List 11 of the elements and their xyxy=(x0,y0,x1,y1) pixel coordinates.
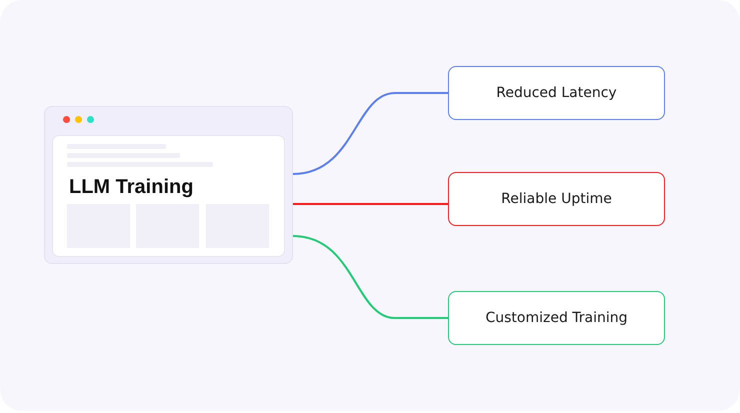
connector-line xyxy=(293,203,448,205)
benefit-box xyxy=(448,291,665,345)
window-title: LLM Training xyxy=(69,176,194,199)
benefit-box xyxy=(448,172,665,226)
benefit-label: Reliable Uptime xyxy=(501,191,612,207)
benefit-box xyxy=(448,66,665,120)
browser-window xyxy=(44,106,293,264)
benefit-label: Reduced Latency xyxy=(496,85,617,101)
benefit-label: Customized Training xyxy=(485,310,628,326)
connector-line xyxy=(292,92,448,175)
connector-line xyxy=(292,235,448,319)
